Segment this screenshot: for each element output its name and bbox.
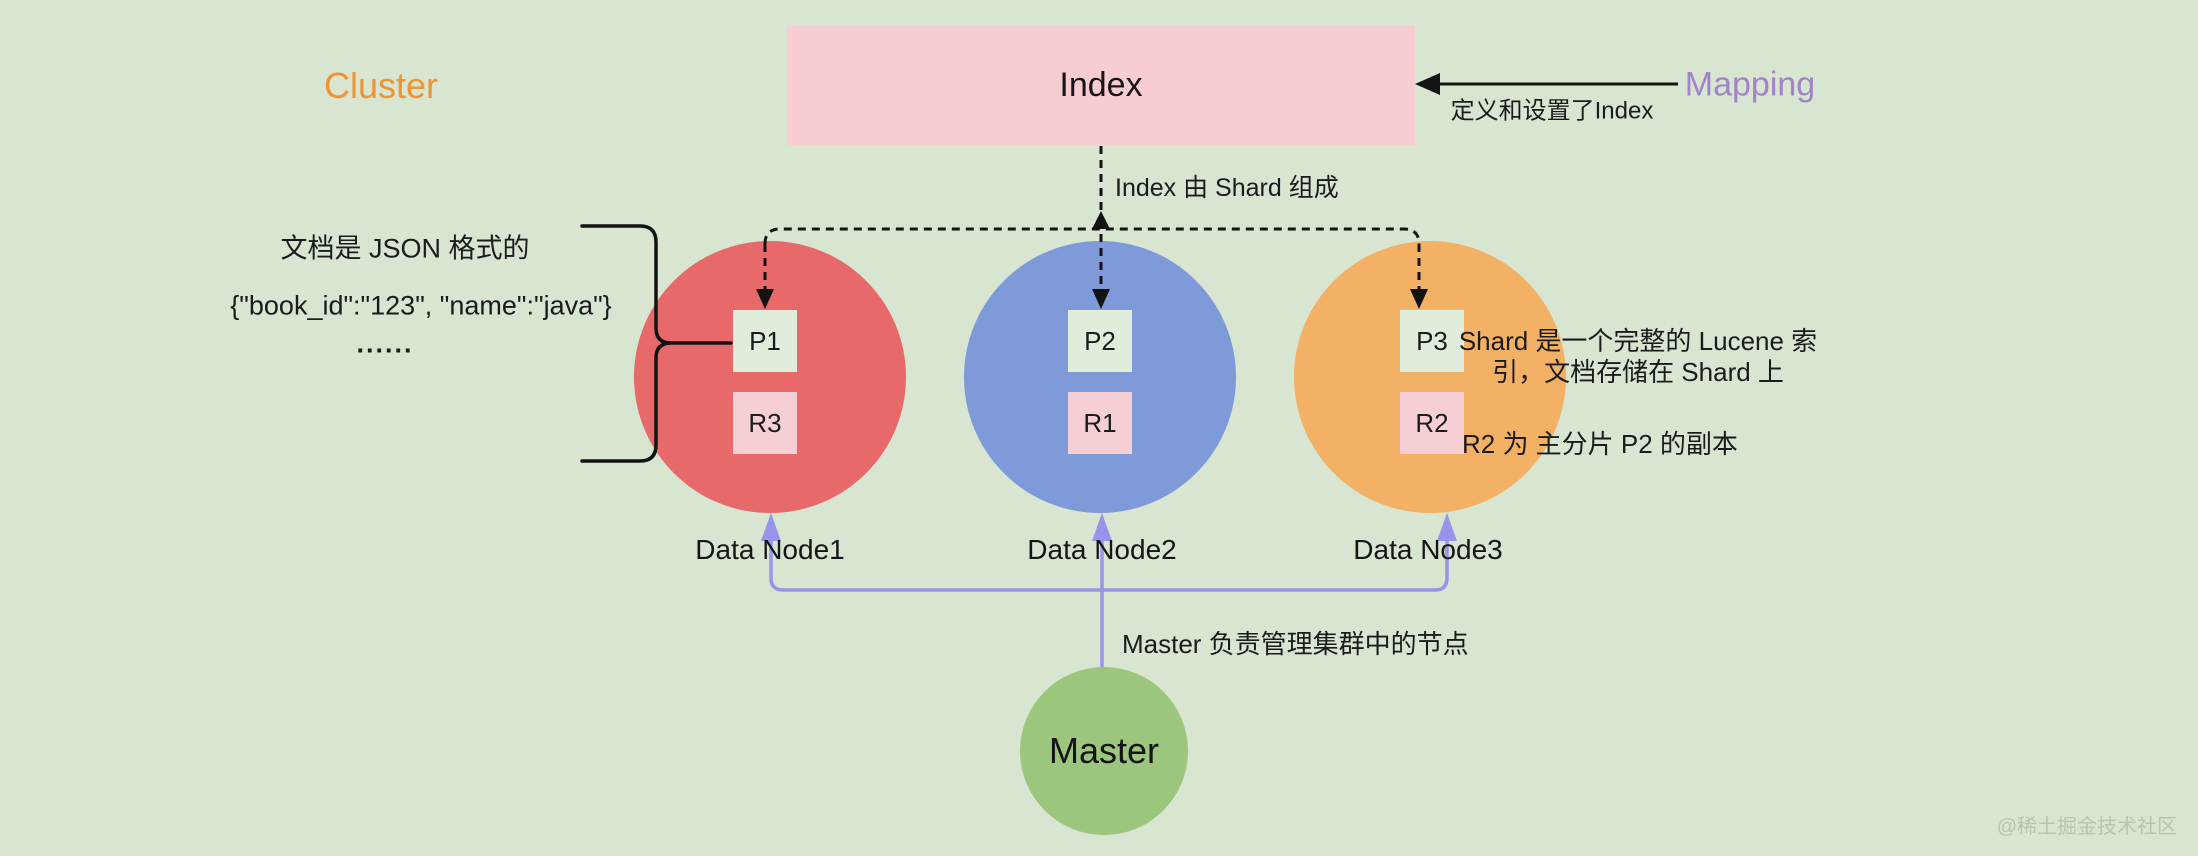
master-circle: Master [1020,667,1188,835]
shard-r1-box: R1 [1068,392,1132,454]
shard-definition-line1: Shard 是一个完整的 Lucene 索 [1458,326,1818,356]
shard-p3-box: P3 [1400,310,1464,372]
master-note: Master 负责管理集群中的节点 [1122,629,1469,659]
cluster-title: Cluster [323,65,439,106]
p1-arrowhead [756,289,774,309]
master-label: Master [1048,730,1160,771]
replica-note: R2 为 主分片 P2 的副本 [1462,429,1738,459]
shard-r1-label: R1 [1083,407,1117,438]
shard-p2-box: P2 [1068,310,1132,372]
data-node3-label: Data Node3 [1353,534,1503,565]
index-composition-note: Index 由 Shard 组成 [1115,174,1339,202]
mapping-arrowhead [1415,73,1440,95]
data-node3-circle [1294,241,1566,513]
data-node2-label: Data Node2 [1027,534,1177,565]
shard-definition-line2: 引，文档存储在 Shard 上 [1492,357,1784,387]
shard-r3-label: R3 [748,407,782,438]
watermark: @稀土掘金技术社区 [1996,816,2177,838]
mapping-note: 定义和设置了Index [1450,97,1654,125]
mapping-title: Mapping [1684,65,1816,104]
shard-p1-box: P1 [733,310,797,372]
shard-p3-label: P3 [1416,325,1448,356]
index-box: Index [787,25,1415,145]
shard-definition-note: Shard 是一个完整的 Lucene 索 引，文档存储在 Shard 上 [1459,326,1817,388]
document-brace [580,224,672,463]
node2-up-arrowhead [1092,513,1112,541]
document-note-line2: {"book_id":"123", "name":"java"} [230,290,612,321]
shard-r2-box: R2 [1400,392,1464,454]
shard-p1-label: P1 [749,325,781,356]
data-node1-label: Data Node1 [695,534,845,565]
master-branch-line [769,528,1449,592]
index-label: Index [1059,65,1143,104]
shard-distributor-dashed-line [763,227,1421,245]
document-note-line1: 文档是 JSON 格式的 [280,233,530,264]
data-node2-circle [964,241,1236,513]
data-node1-circle [634,241,906,513]
node3-up-arrowhead [1437,513,1457,541]
node1-up-arrowhead [761,513,781,541]
shard-r3-box: R3 [733,392,797,454]
document-note-ellipsis: ...... [356,328,414,359]
shard-r2-label: R2 [1415,407,1449,438]
p2-arrowhead [1092,289,1110,309]
shard-p2-label: P2 [1084,325,1116,356]
p3-arrowhead [1410,289,1428,309]
junction-up-arrowhead [1092,211,1110,229]
